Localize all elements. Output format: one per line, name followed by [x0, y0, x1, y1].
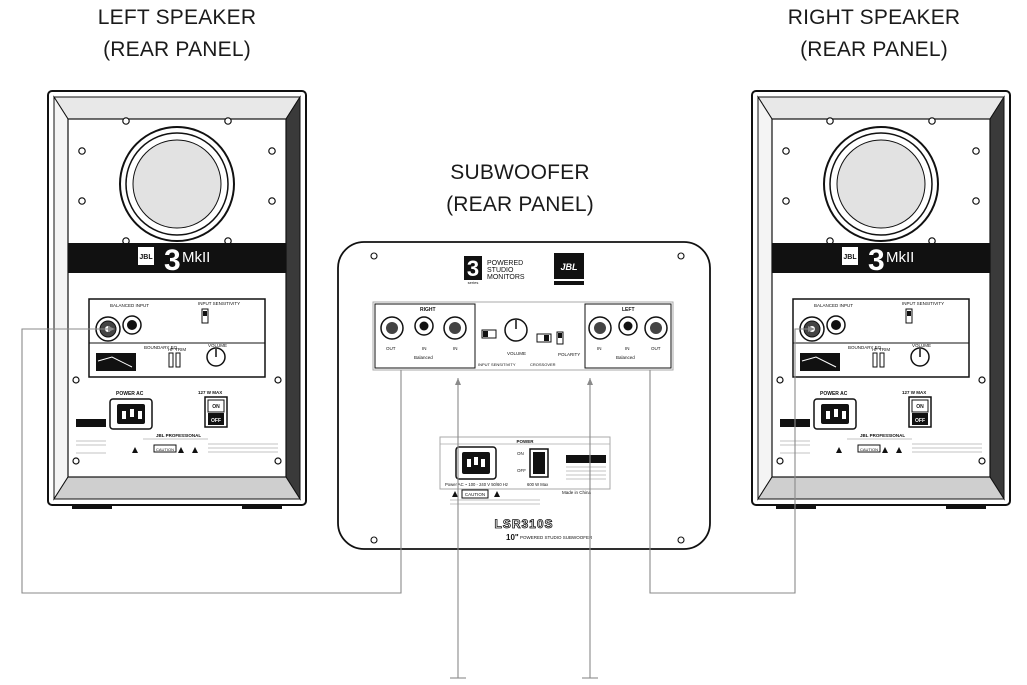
- sub-series-word: series: [468, 280, 479, 285]
- right-boundary-eq-label: BOUNDARY EQ: [848, 345, 882, 350]
- right-input-sensitivity-label: INPUT SENSITIVITY: [902, 301, 944, 306]
- sub-crossover-label: CROSSOVER: [530, 362, 556, 367]
- sub-right-in-trs[interactable]: [414, 316, 434, 336]
- sub-made-in-label: Made in China: [562, 490, 592, 495]
- left-switch-on-label: ON: [212, 404, 220, 410]
- right-model-number: 3: [868, 244, 885, 277]
- right-speaker-title-line1: RIGHT SPEAKER: [787, 6, 961, 29]
- left-hf-trim-label: HF TRIM: [168, 347, 186, 352]
- left-caution-label: CAUTION: [156, 447, 174, 452]
- sub-model-name: LSR310S: [494, 517, 553, 531]
- left-speaker-title: LEFT SPEAKER (REAR PANEL): [62, 2, 292, 66]
- right-model-suffix: MkII: [886, 249, 914, 266]
- sub-input-sensitivity-switch[interactable]: [481, 329, 497, 339]
- right-jbl-logo-text: JBL: [843, 254, 857, 261]
- sub-switch-on-label: ON: [517, 451, 524, 456]
- left-model-suffix: MkII: [182, 249, 210, 266]
- sub-left-in-label-1: IN: [597, 346, 602, 351]
- sub-right-in-label-2: IN: [453, 346, 458, 351]
- left-jbl-professional-label: JBL PROFESSIONAL: [156, 433, 201, 438]
- right-speaker-logo: JBL 3 MkII: [842, 244, 914, 277]
- right-switch-off-label: OFF: [915, 418, 925, 424]
- right-speaker-title: RIGHT SPEAKER (REAR PANEL): [759, 2, 989, 66]
- right-max-watts-label: 127 W MAX: [902, 390, 926, 395]
- sub-right-out-label: OUT: [386, 346, 396, 351]
- sub-ac-inlet[interactable]: [455, 446, 497, 480]
- left-boundary-eq-label: BOUNDARY EQ: [144, 345, 178, 350]
- sub-series-number: 3: [467, 256, 479, 281]
- subwoofer-rear-panel: 3 series POWERED STUDIO MONITORS JBL RIG…: [337, 241, 711, 550]
- sub-model-desc: POWERED STUDIO SUBWOOFER: [520, 535, 593, 540]
- right-volume-label: VOLUME: [912, 343, 931, 348]
- connection-cables: [21, 326, 815, 679]
- left-balanced-input-label: BALANCED INPUT: [110, 303, 149, 308]
- subwoofer-title-line1: SUBWOOFER: [450, 161, 590, 184]
- right-jbl-professional-label: JBL PROFESSIONAL: [860, 433, 905, 438]
- sub-jbl-logo-text: JBL: [560, 262, 577, 272]
- left-volume-label: VOLUME: [208, 343, 227, 348]
- sub-caution-label: CAUTION: [465, 492, 485, 497]
- sub-left-out-label: OUT: [651, 346, 661, 351]
- subwoofer-title: SUBWOOFER (REAR PANEL): [405, 157, 635, 221]
- right-speaker-rear-panel: JBL 3 MkII BALANCED INPUT INPUT SENSITIV…: [751, 90, 1011, 510]
- sub-right-in-label-1: IN: [422, 346, 427, 351]
- sub-left-in-label-2: IN: [625, 346, 630, 351]
- sub-polarity-label: POLARITY: [558, 352, 580, 357]
- left-model-number: 3: [164, 244, 181, 277]
- sub-power-switch[interactable]: [529, 448, 549, 478]
- sub-max-watts-label: 600 W Max: [527, 482, 549, 487]
- sub-right-label: RIGHT: [420, 307, 436, 313]
- left-jbl-logo-text: JBL: [139, 254, 153, 261]
- sub-studio-label: STUDIO: [487, 267, 514, 274]
- right-speaker-title-line2: (REAR PANEL): [800, 38, 948, 61]
- sub-volume-knob[interactable]: [504, 318, 528, 342]
- sub-power-ac-label: Power AC ~ 100 - 240 V 50/60 Hz: [445, 482, 508, 487]
- sub-left-in-trs[interactable]: [618, 316, 638, 336]
- right-caution-label: CAUTION: [860, 447, 878, 452]
- left-max-watts-label: 127 W MAX: [198, 390, 222, 395]
- sub-right-in-xlr[interactable]: [443, 316, 467, 340]
- sub-switch-off-label: OFF: [517, 468, 526, 473]
- sub-left-label: LEFT: [622, 307, 635, 313]
- sub-powered-label: POWERED: [487, 260, 523, 267]
- sub-power-label: POWER: [516, 439, 534, 444]
- right-power-ac-label: POWER AC: [820, 391, 848, 397]
- sub-volume-label: VOLUME: [507, 351, 526, 356]
- sub-monitors-label: MONITORS: [487, 274, 525, 281]
- sub-right-balanced-label: Balanced: [414, 355, 433, 360]
- sub-left-in-xlr[interactable]: [588, 316, 612, 340]
- cable-right-speaker: [649, 328, 808, 594]
- right-hf-trim-label: HF TRIM: [872, 347, 890, 352]
- subwoofer-title-line2: (REAR PANEL): [446, 193, 594, 216]
- right-balanced-input-label: BALANCED INPUT: [814, 303, 853, 308]
- sub-left-out-xlr[interactable]: [644, 316, 668, 340]
- right-switch-on-label: ON: [916, 404, 924, 410]
- left-speaker-logo: JBL 3 MkII: [138, 244, 210, 277]
- left-switch-off-label: OFF: [211, 418, 221, 424]
- cable-left-speaker: [21, 328, 402, 594]
- sub-model-size: 10": [506, 533, 519, 542]
- left-speaker-title-line2: (REAR PANEL): [103, 38, 251, 61]
- left-power-ac-label: POWER AC: [116, 391, 144, 397]
- sub-input-sensitivity-label: INPUT SENSITIVITY: [478, 362, 516, 367]
- left-input-sensitivity-label: INPUT SENSITIVITY: [198, 301, 240, 306]
- sub-left-balanced-label: Balanced: [616, 355, 635, 360]
- left-speaker-title-line1: LEFT SPEAKER: [97, 6, 257, 29]
- sub-right-out-xlr[interactable]: [380, 316, 404, 340]
- left-speaker-rear-panel: JBL 3 MkII BALANCED INPUT INPUT SENSITIV…: [47, 90, 307, 510]
